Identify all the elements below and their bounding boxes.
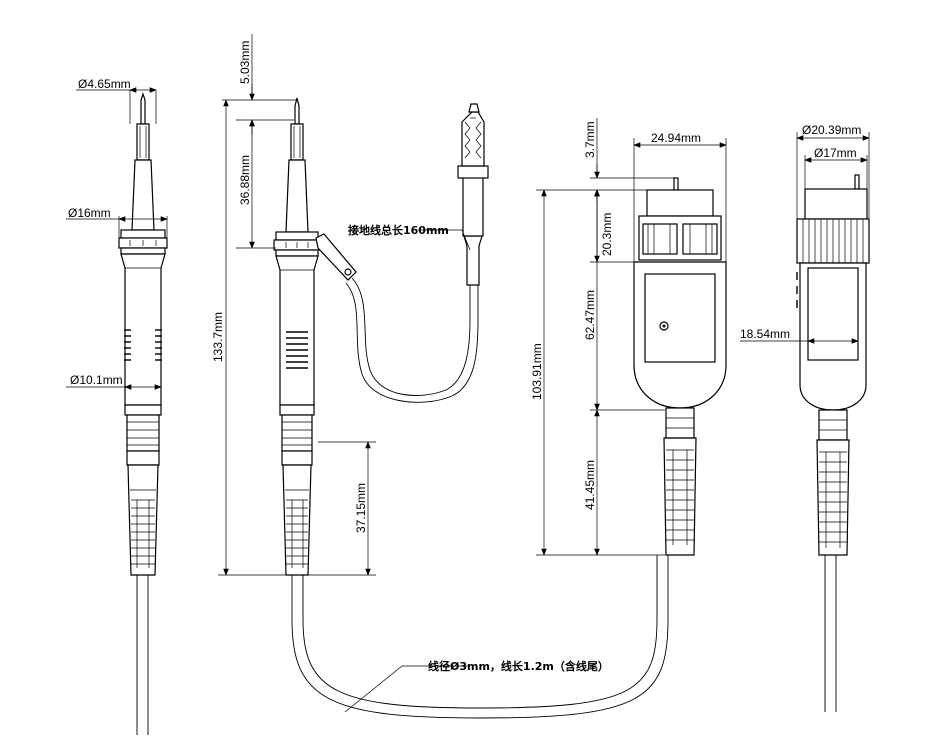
probe-b-boot-length-label: 37.15mm bbox=[354, 483, 368, 533]
probe-a-body-diameter-label: Ø10.1mm bbox=[70, 373, 123, 387]
probe-a-collar-diameter-label: Ø16mm bbox=[68, 206, 111, 220]
probe-b-drawing bbox=[273, 97, 669, 719]
bnc-pin-length-label: 3.7mm bbox=[583, 121, 597, 158]
cable-note: 线径Ø3mm，线长1.2m（含线尾） bbox=[428, 659, 609, 673]
probe-b-tip-length-label: 36.88mm bbox=[238, 155, 252, 205]
bnc-width-label: 24.94mm bbox=[651, 131, 701, 145]
bnc-dimensions bbox=[536, 118, 870, 556]
bnc-body-height-label: 62.47mm bbox=[583, 290, 597, 340]
bnc-boot-height-label: 41.45mm bbox=[583, 460, 597, 510]
bnc-front-drawing bbox=[633, 177, 727, 556]
probe-a-tip-diameter-label: Ø4.65mm bbox=[78, 77, 131, 91]
probe-b-dimensions bbox=[218, 34, 471, 713]
bnc-side-drawing bbox=[796, 174, 870, 712]
side-inner-diameter-label: Ø17mm bbox=[814, 146, 857, 160]
ground-lead-drawing bbox=[315, 103, 489, 403]
probe-a-drawing bbox=[66, 87, 168, 735]
bnc-total-height-label: 103.91mm bbox=[530, 343, 544, 400]
side-outer-diameter-label: Ø20.39mm bbox=[802, 123, 861, 137]
side-thickness-label: 18.54mm bbox=[740, 327, 790, 341]
dimension-labels: Ø4.65mm Ø16mm Ø10.1mm 5.03mm 36.88mm 133… bbox=[68, 41, 861, 673]
probe-b-total-length-label: 133.7mm bbox=[211, 312, 225, 362]
ground-lead-note: 接地线总长160mm bbox=[348, 223, 449, 237]
bnc-nut-height-label: 20.3mm bbox=[600, 213, 614, 256]
probe-b-tip-extension-label: 5.03mm bbox=[238, 41, 252, 84]
